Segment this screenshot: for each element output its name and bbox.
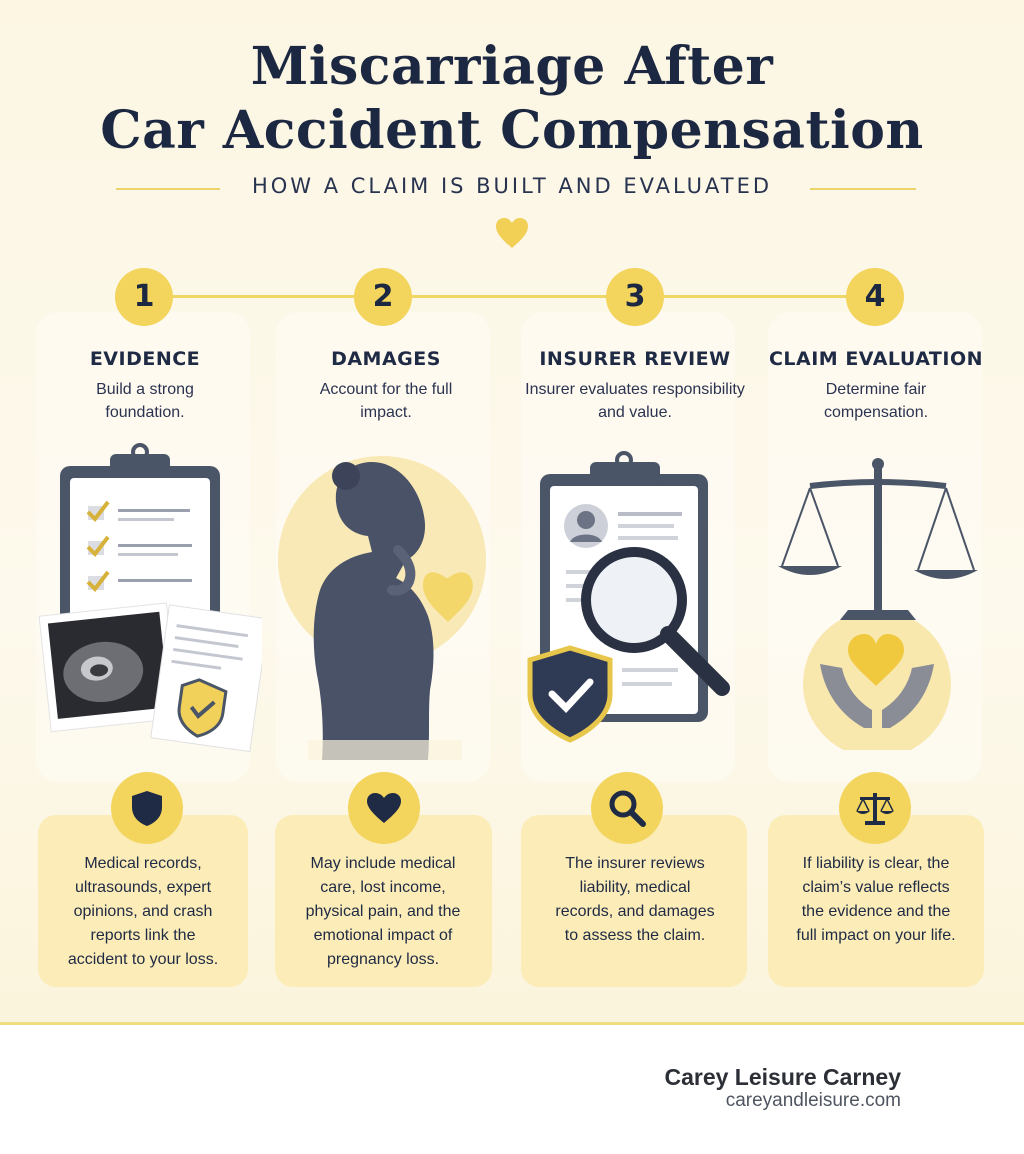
step-4-icon-badge (839, 772, 911, 844)
step-2-icon-badge (348, 772, 420, 844)
subtitle-rule-right (810, 188, 916, 190)
footer-divider (0, 1022, 1024, 1025)
step-3-card (521, 815, 747, 987)
brand-url: careyandleisure.com (725, 1090, 901, 1111)
steps-connector-line (145, 295, 880, 298)
subtitle-rule-left (116, 188, 220, 190)
step-2-number: 2 (354, 268, 412, 326)
step-1-title: EVIDENCE (89, 348, 201, 370)
title-line-2: Car Accident Compensation (100, 100, 924, 161)
scales-icon (856, 793, 894, 825)
heart-icon (367, 793, 401, 823)
step-4-title: CLAIM EVALUATION (768, 348, 984, 370)
magnifier-icon (609, 790, 646, 827)
step-2-title: DAMAGES (331, 348, 441, 370)
step-3-title: INSURER REVIEW (539, 348, 731, 370)
step-3-icon-badge (591, 772, 663, 844)
step-1-description: Medical records, ultrasounds, expert opi… (67, 855, 219, 968)
step-3-number: 3 (606, 268, 664, 326)
step-1-subtitle: Build a strong foundation. (96, 381, 194, 421)
step-1-icon-badge (111, 772, 183, 844)
step-3-subtitle: Insurer evaluates responsibility and val… (525, 381, 745, 421)
step-4-description: If liability is clear, the claim’s value… (796, 855, 956, 944)
brand-name: Carey Leisure Carney (664, 1064, 901, 1090)
title-line-1: Miscarriage After (250, 36, 774, 97)
shield-icon (132, 791, 162, 826)
step-2-subtitle: Account for the full impact. (319, 381, 453, 421)
step-4-number: 4 (846, 268, 904, 326)
claim-evaluation-illustration (778, 458, 978, 750)
damages-illustration (278, 456, 486, 760)
footer (0, 1025, 1024, 1154)
step-1-number: 1 (115, 268, 173, 326)
subtitle: HOW A CLAIM IS BUILT AND EVALUATED (251, 174, 773, 198)
insurer-review-illustration (527, 451, 730, 743)
evidence-illustration (38, 443, 262, 753)
step-2-description: May include medical care, lost income, p… (305, 855, 461, 968)
heart-icon (496, 218, 528, 248)
subtitle-row: HOW A CLAIM IS BUILT AND EVALUATED (0, 172, 1024, 206)
checklist (86, 500, 192, 593)
step-3-description: The insurer reviews liability, medical r… (555, 855, 715, 944)
step-4-subtitle: Determine fair compensation. (823, 381, 929, 421)
